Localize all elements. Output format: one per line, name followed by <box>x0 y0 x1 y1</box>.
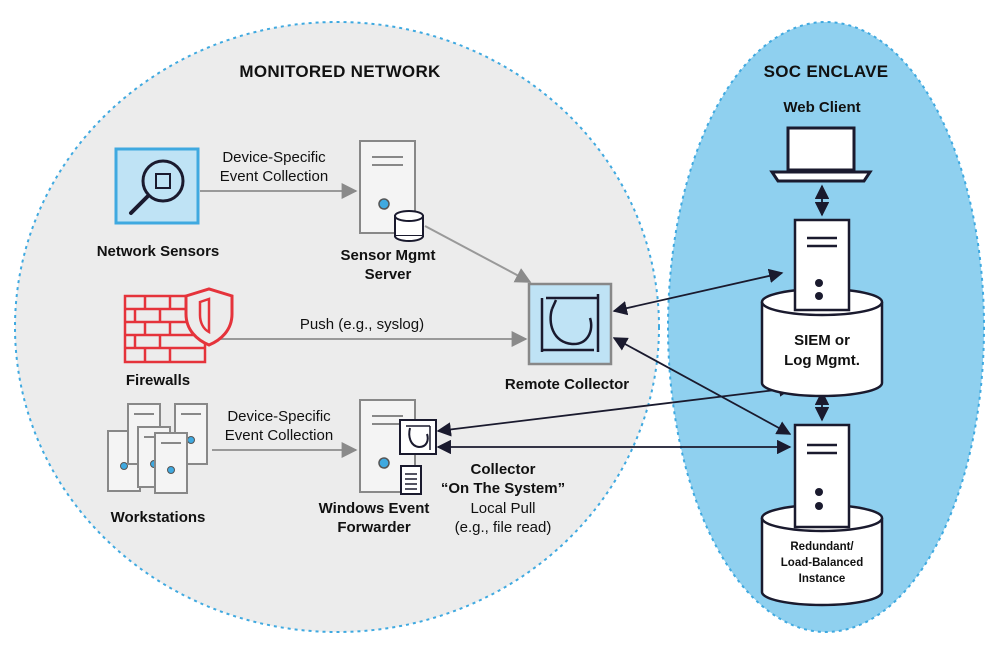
sensor-mgmt-label-1: Sensor Mgmt <box>340 247 435 264</box>
workstations-node: Workstations <box>107 403 208 526</box>
wef-label-1: Windows Event <box>319 500 430 517</box>
firewalls-node: Firewalls <box>123 287 234 389</box>
collector-icon <box>540 294 600 352</box>
edge-label-event-collection-1: Event Collection <box>220 168 328 185</box>
collector-on-system-label-1: Collector <box>470 461 535 478</box>
edge-wef-siem <box>436 382 794 437</box>
edge-label-device-specific-1: Device-Specific <box>222 149 326 166</box>
edge-label-push-syslog: Push (e.g., syslog) <box>300 316 424 333</box>
local-pull-label-2: (e.g., file read) <box>455 519 552 536</box>
database-icon <box>760 503 884 607</box>
sensor-mgmt-label-2: Server <box>365 266 412 283</box>
edge-collector-siem <box>612 268 784 316</box>
redundant-label-3: Instance <box>799 573 846 585</box>
wef-label-2: Forwarder <box>337 519 411 536</box>
edge-mgmt-to-collector <box>424 225 532 283</box>
siem-node: SIEM or Log Mgmt. <box>760 218 884 398</box>
collector-icon <box>399 419 437 455</box>
network-sensors-label: Network Sensors <box>97 243 220 260</box>
web-client-label: Web Client <box>783 99 860 116</box>
siem-label-2: Log Mgmt. <box>784 352 860 369</box>
remote-collector-node: Remote Collector <box>505 282 629 393</box>
soc-enclave-title: SOC ENCLAVE <box>764 62 889 81</box>
network-sensors-node: Network Sensors <box>97 147 220 260</box>
laptop-icon <box>769 126 873 183</box>
database-icon <box>394 210 424 242</box>
monitored-network-title: MONITORED NETWORK <box>239 62 441 81</box>
sensor-mgmt-server-node: Sensor Mgmt Server <box>340 140 436 283</box>
redundant-label-2: Load-Balanced <box>781 557 863 569</box>
edge-label-event-collection-2: Event Collection <box>225 427 333 444</box>
magnifier-icon <box>141 159 185 203</box>
document-icon <box>400 465 422 495</box>
collector-on-system-label-2: “On The System” <box>441 480 565 497</box>
server-icon <box>793 218 851 312</box>
web-client-node: Web Client <box>769 99 873 183</box>
remote-collector-label: Remote Collector <box>505 376 629 393</box>
siem-label-1: SIEM or <box>794 332 850 349</box>
firewalls-label: Firewalls <box>126 372 190 389</box>
workstations-label: Workstations <box>111 509 206 526</box>
redundant-instance-node: Redundant/ Load-Balanced Instance <box>760 423 884 607</box>
windows-event-forwarder-node: Windows Event Forwarder <box>319 399 437 536</box>
server-icon <box>793 423 851 529</box>
local-pull-label-1: Local Pull <box>470 500 535 517</box>
redundant-label-1: Redundant/ <box>790 541 854 553</box>
edge-label-device-specific-2: Device-Specific <box>227 408 331 425</box>
workstation-icon <box>154 432 188 494</box>
